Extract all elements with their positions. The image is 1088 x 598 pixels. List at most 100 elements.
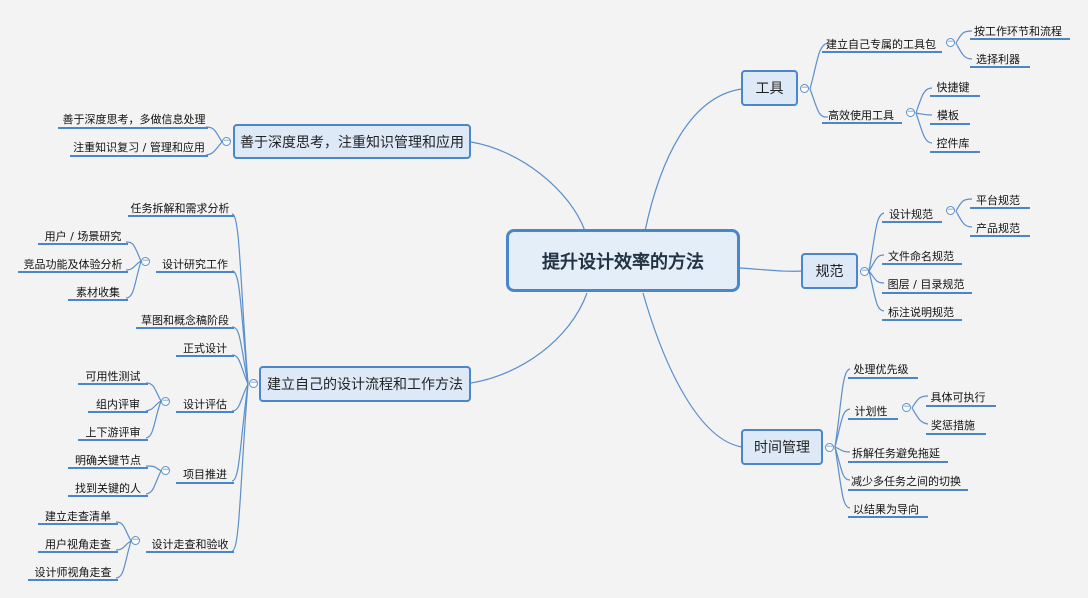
node-user-walkthrough[interactable]: 用户视角走查 — [45, 538, 111, 551]
node-underline — [58, 127, 208, 129]
node-deep-thinking-info[interactable]: 善于深度思考，多做信息处理 — [62, 113, 206, 126]
collapse-toggle-walkthrough[interactable]: − — [131, 535, 140, 545]
node-design-spec[interactable]: 设计规范 — [889, 208, 933, 221]
node-by-workflow[interactable]: 按工作环节和流程 — [974, 25, 1062, 38]
node-design-research[interactable]: 设计研究工作 — [162, 258, 228, 271]
node-designer-walkthrough[interactable]: 设计师视角走查 — [34, 566, 112, 579]
collapse-toggle-toolkit[interactable]: − — [946, 37, 955, 47]
node-avoid-procrastination[interactable]: 拆解任务避免拖延 — [852, 447, 940, 460]
node-underline — [848, 516, 928, 518]
node-platform-spec[interactable]: 平台规范 — [976, 194, 1020, 207]
node-underline — [28, 579, 118, 581]
node-underline — [68, 495, 148, 497]
node-reduce-switching[interactable]: 减少多任务之间的切换 — [851, 475, 961, 488]
node-underline — [882, 221, 942, 223]
node-usability-test[interactable]: 可用性测试 — [85, 370, 141, 383]
node-underline — [926, 433, 986, 435]
node-underline — [146, 551, 234, 553]
node-underline — [136, 327, 234, 329]
node-underline — [848, 461, 948, 463]
node-underline — [38, 523, 118, 525]
node-choose-tools[interactable]: 选择利器 — [976, 53, 1020, 66]
node-stakeholder-review[interactable]: 上下游评审 — [85, 426, 141, 439]
node-underline — [882, 319, 962, 321]
node-underline — [970, 38, 1070, 40]
node-underline — [822, 122, 902, 124]
node-underline — [176, 482, 234, 484]
collapse-toggle-design-spec[interactable]: − — [946, 205, 955, 215]
node-knowledge-review[interactable]: 注重知识复习 / 管理和应用 — [73, 141, 205, 154]
collapse-toggle-thinking[interactable]: − — [222, 136, 231, 146]
node-templates[interactable]: 模板 — [937, 109, 959, 122]
collapse-toggle-research[interactable]: − — [141, 256, 150, 266]
node-underline — [128, 215, 234, 217]
node-underline — [156, 271, 234, 273]
node-underline — [38, 243, 128, 245]
node-underline — [18, 271, 128, 273]
branch-design-process[interactable]: 建立自己的设计流程和工作方法 — [259, 366, 471, 402]
collapse-toggle-tools[interactable]: − — [800, 83, 809, 93]
node-underline — [930, 123, 970, 125]
node-product-spec[interactable]: 产品规范 — [976, 222, 1020, 235]
collapse-toggle-standards[interactable]: − — [860, 266, 869, 276]
node-key-milestones[interactable]: 明确关键节点 — [75, 454, 141, 467]
node-user-scenario[interactable]: 用户 / 场景研究 — [44, 230, 122, 243]
node-underline — [68, 299, 128, 301]
collapse-toggle-advance[interactable]: − — [161, 465, 170, 475]
collapse-toggle-efficient[interactable]: − — [906, 107, 915, 117]
node-shortcuts[interactable]: 快捷键 — [936, 81, 970, 94]
node-underline — [970, 235, 1030, 237]
branch-standards[interactable]: 规范 — [801, 253, 858, 289]
node-underline — [970, 207, 1030, 209]
node-underline — [68, 467, 148, 469]
node-design-evaluation[interactable]: 设计评估 — [183, 398, 227, 411]
node-underline — [926, 405, 996, 407]
node-underline — [848, 489, 968, 491]
branch-deep-thinking[interactable]: 善于深度思考，注重知识管理和应用 — [233, 124, 471, 159]
node-underline — [38, 551, 118, 553]
node-underline — [88, 411, 148, 413]
node-layer-directory[interactable]: 图层 / 目录规范 — [887, 278, 965, 291]
node-file-naming[interactable]: 文件命名规范 — [888, 250, 954, 263]
node-underline — [970, 66, 1030, 68]
node-underline — [848, 377, 918, 379]
branch-time-management[interactable]: 时间管理 — [741, 429, 823, 465]
node-result-oriented[interactable]: 以结果为导向 — [853, 503, 919, 516]
node-component-library[interactable]: 控件库 — [936, 137, 970, 150]
node-project-advance[interactable]: 项目推进 — [183, 468, 227, 481]
node-annotation-spec[interactable]: 标注说明规范 — [888, 306, 954, 319]
node-material-collection[interactable]: 素材收集 — [76, 286, 120, 299]
node-checklist[interactable]: 建立走查清单 — [45, 510, 111, 523]
node-underline — [930, 95, 980, 97]
node-underline — [176, 411, 234, 413]
node-efficient-tool-use[interactable]: 高效使用工具 — [828, 109, 894, 122]
node-planning[interactable]: 计划性 — [854, 405, 888, 418]
node-priority[interactable]: 处理优先级 — [853, 363, 909, 376]
node-underline — [930, 151, 980, 153]
node-underline — [882, 263, 962, 265]
node-build-toolkit[interactable]: 建立自己专属的工具包 — [826, 38, 936, 51]
node-competitive-analysis[interactable]: 竞品功能及体验分析 — [23, 258, 123, 271]
node-key-people[interactable]: 找到关键的人 — [75, 482, 141, 495]
node-actionable[interactable]: 具体可执行 — [930, 391, 986, 404]
node-task-breakdown[interactable]: 任务拆解和需求分析 — [130, 202, 230, 215]
node-underline — [822, 51, 942, 53]
node-rewards-penalties[interactable]: 奖惩措施 — [931, 419, 975, 432]
central-topic[interactable]: 提升设计效率的方法 — [506, 229, 740, 292]
node-walkthrough[interactable]: 设计走查和验收 — [151, 538, 229, 551]
collapse-toggle-time[interactable]: − — [825, 442, 834, 452]
collapse-toggle-process[interactable]: − — [249, 378, 258, 388]
node-underline — [70, 155, 208, 157]
node-formal-design[interactable]: 正式设计 — [183, 342, 227, 355]
node-underline — [78, 383, 148, 385]
branch-tools[interactable]: 工具 — [741, 70, 798, 106]
node-underline — [882, 292, 972, 294]
node-underline — [78, 439, 148, 441]
node-team-review[interactable]: 组内评审 — [96, 398, 140, 411]
collapse-toggle-planning[interactable]: − — [902, 402, 911, 412]
node-sketch-stage[interactable]: 草图和概念稿阶段 — [141, 314, 229, 327]
node-underline — [848, 418, 898, 420]
node-underline — [176, 355, 234, 357]
collapse-toggle-evaluation[interactable]: − — [161, 396, 170, 406]
